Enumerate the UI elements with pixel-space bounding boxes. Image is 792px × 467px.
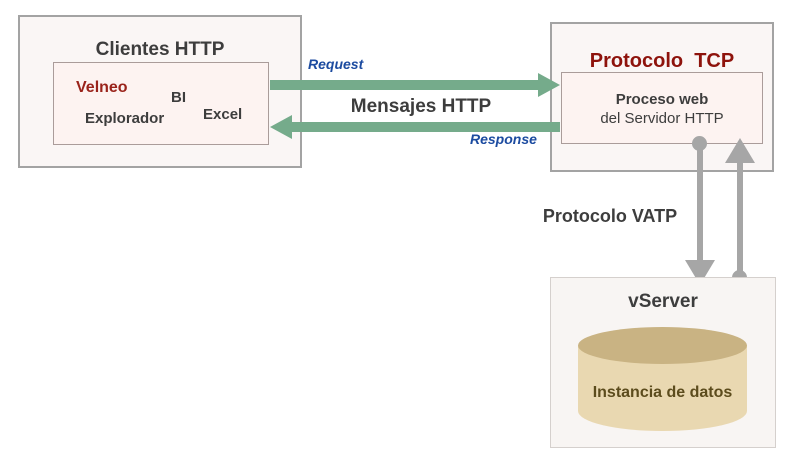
response-arrowhead-icon bbox=[270, 115, 292, 139]
vserver-title: vServer bbox=[628, 291, 698, 312]
client-explorador-label: Explorador bbox=[85, 110, 165, 127]
web-process-line1: Proceso web bbox=[615, 91, 709, 108]
client-bi-label: BI bbox=[171, 89, 186, 106]
request-arrow bbox=[270, 73, 560, 98]
vserver-box: vServer Instancia de datos bbox=[550, 277, 776, 448]
mensajes-http-label: Mensajes HTTP bbox=[350, 96, 492, 117]
protocolo-vatp-label: Protocolo VATP bbox=[542, 206, 678, 226]
database-cylinder-icon: Instancia de datos bbox=[578, 327, 747, 431]
vatp-up-arrowhead-icon bbox=[725, 138, 755, 163]
response-arrow bbox=[270, 115, 560, 140]
clients-box-title: Clientes HTTP bbox=[95, 39, 225, 60]
web-process-line2: del Servidor HTTP bbox=[600, 110, 724, 127]
clients-inner-box: Velneo BI Explorador Excel bbox=[53, 62, 269, 145]
tcp-box-title: Protocolo TCP bbox=[589, 50, 735, 72]
client-excel-label: Excel bbox=[203, 106, 243, 123]
cylinder-top bbox=[578, 327, 747, 364]
request-arrowhead-icon bbox=[538, 73, 560, 97]
instancia-datos-label: Instancia de datos bbox=[592, 384, 733, 401]
vatp-down-arrow-line bbox=[697, 143, 703, 261]
response-label: Response bbox=[470, 131, 537, 147]
client-velneo-label: Velneo bbox=[76, 79, 128, 96]
web-process-text: Proceso web del Servidor HTTP bbox=[562, 90, 762, 128]
vatp-up-arrow-line bbox=[737, 162, 743, 278]
response-arrow-shaft bbox=[292, 122, 560, 132]
request-label: Request bbox=[308, 56, 364, 72]
clients-http-box: Clientes HTTP Velneo BI Explorador Excel bbox=[18, 15, 302, 168]
protocolo-tcp-box: Protocolo TCP Proceso web del Servidor H… bbox=[550, 22, 774, 172]
web-process-box: Proceso web del Servidor HTTP bbox=[561, 72, 763, 144]
request-arrow-shaft bbox=[270, 80, 538, 90]
